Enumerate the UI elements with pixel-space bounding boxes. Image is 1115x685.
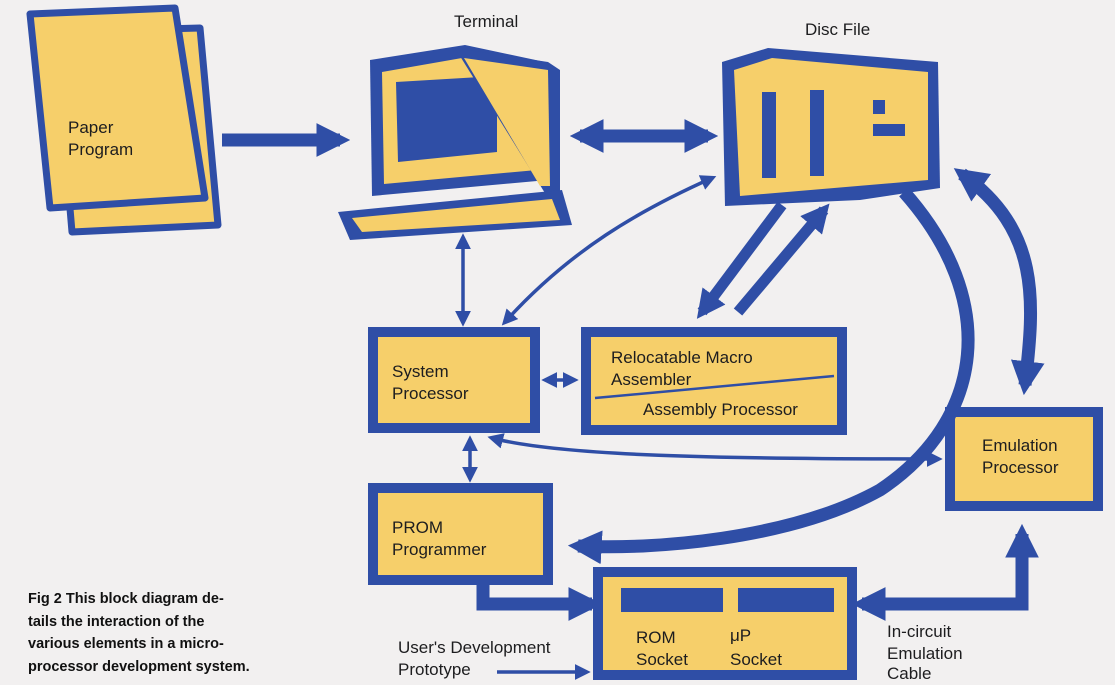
user-prototype-label-line1: User's Development <box>398 638 551 657</box>
paper-program-label-line2: Program <box>68 140 134 159</box>
prom-programmer-label-line1: PROM <box>392 518 443 537</box>
emulation-processor-box <box>945 407 1103 511</box>
disc-file-label: Disc File <box>805 20 871 39</box>
macro-assembler-box <box>581 327 847 435</box>
terminal-icon <box>338 45 572 240</box>
caption-line: tails the interaction of the <box>28 613 205 630</box>
macro-assembler-label-line2: Assembler <box>611 370 692 389</box>
prototype-board <box>593 567 857 680</box>
rom-socket <box>621 588 723 612</box>
emulation-cable-label-line1: In-circuit <box>887 622 952 641</box>
arrow-prom-to-rom-socket <box>476 580 603 621</box>
thin-arrows <box>455 175 943 680</box>
arrow-system-disc <box>501 175 717 326</box>
arrow-emulation-up-socket <box>851 523 1039 621</box>
up-socket <box>738 588 834 612</box>
caption-line: processor development system. <box>28 658 250 675</box>
arrow-disc-to-assembler-1 <box>696 201 787 319</box>
paper-program-label-line1: Paper <box>68 118 114 137</box>
rom-socket-label-line1: ROM <box>636 628 676 647</box>
user-prototype-label-line2: Prototype <box>398 660 471 679</box>
emulation-cable-label-line2: Emulation <box>887 644 963 663</box>
system-processor-label-line2: Processor <box>392 384 469 403</box>
prom-programmer-box <box>368 483 553 585</box>
up-socket-label-line2: Socket <box>730 650 782 669</box>
figure-caption: Fig 2 This block diagram de- tails the i… <box>28 588 328 678</box>
assembly-processor-label: Assembly Processor <box>643 400 798 419</box>
paper-program-icon <box>26 4 222 236</box>
terminal-label: Terminal <box>454 12 519 31</box>
prom-programmer-label-line2: Programmer <box>392 540 487 559</box>
caption-line: various elements in a micro- <box>28 636 224 652</box>
arrow-disc-emulation <box>953 168 1045 396</box>
emulation-processor-label-line1: Emulation <box>982 436 1058 455</box>
disc-file-icon <box>722 48 940 206</box>
system-processor-box <box>368 327 540 433</box>
up-socket-label-line1: μP <box>730 626 752 645</box>
emulation-cable-label-line3: Cable <box>887 664 932 683</box>
caption-line: Fig 2 This block diagram de- <box>28 591 224 607</box>
emulation-processor-label-line2: Processor <box>982 458 1059 477</box>
system-processor-label-line1: System <box>392 362 449 381</box>
macro-assembler-label-line1: Relocatable Macro <box>611 348 753 367</box>
rom-socket-label-line2: Socket <box>636 650 688 669</box>
arrow-system-emulation <box>487 433 943 467</box>
arrow-assembler-to-disc-2 <box>733 203 830 316</box>
